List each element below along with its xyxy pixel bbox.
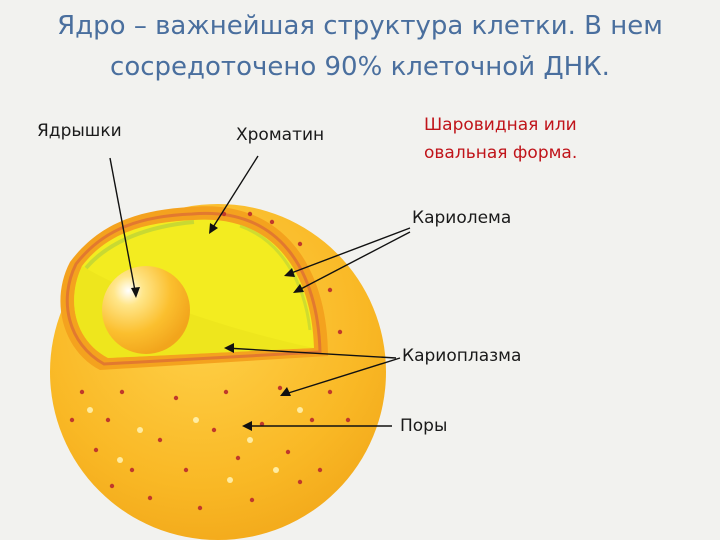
label-karyolemma: Кариолема [412,208,512,228]
title-line-1: Ядро – важнейшая структура клетки. В нем [57,11,663,41]
label-chromatin: Хроматин [236,125,325,145]
nucleolus [102,266,190,354]
label-shape-line-2: овальная форма. [424,143,578,163]
label-shape-line-1: Шаровидная или [424,115,577,135]
pointer-lines [109,155,411,427]
label-shape: Шаровидная или овальная форма. [424,111,577,167]
label-karyoplasm: Кариоплазма [402,346,522,366]
title-line-2: сосредоточено 90% клеточной ДНК. [110,52,610,82]
slide-title: Ядро – важнейшая структура клетки. В нем… [20,6,700,88]
pores-dots [69,211,351,511]
pointer-arrowheads [131,223,304,431]
label-pores: Поры [400,416,448,436]
label-nucleoli: Ядрышки [37,121,122,141]
